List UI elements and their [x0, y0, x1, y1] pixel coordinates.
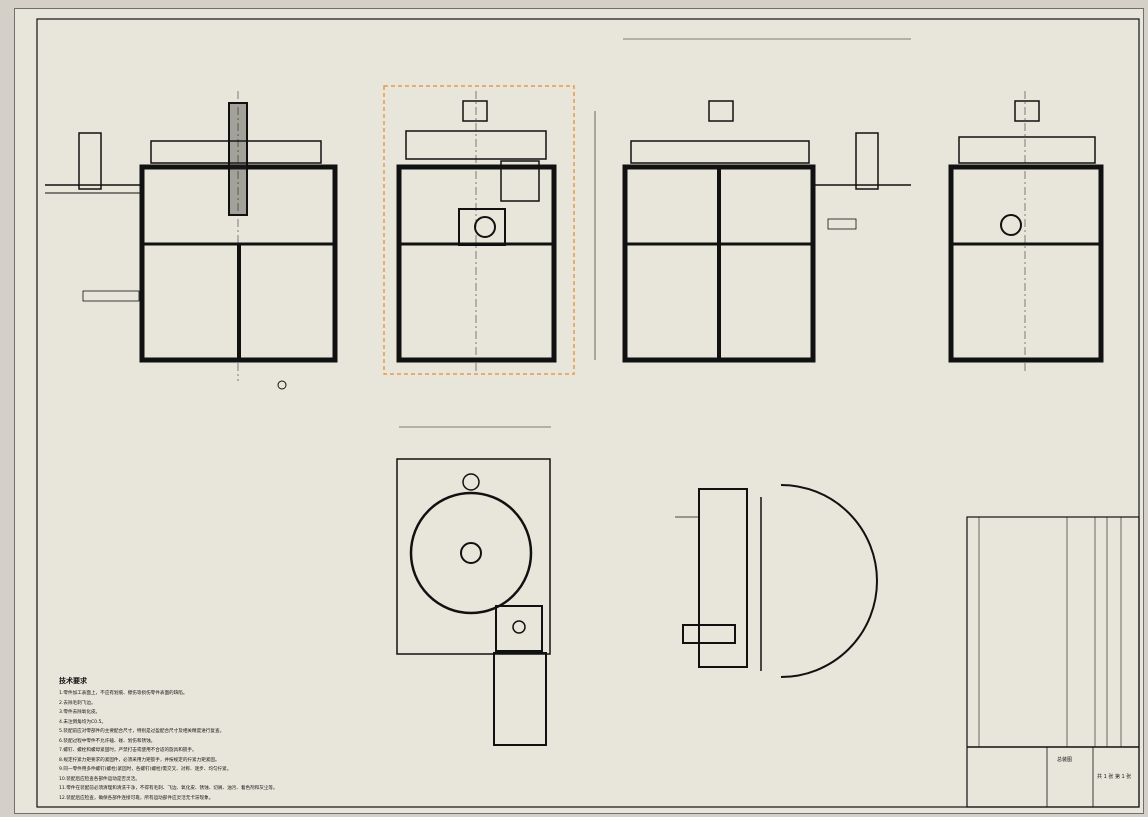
tech-note: 1.零件加工表面上，不应有划痕、擦伤等损伤零件表面的缺陷。 [59, 691, 188, 696]
tech-note: 10.装配后应检查各部件运动是否灵活。 [59, 776, 140, 782]
tech-note: 12.装配后应检查，确保各部件连接可靠，所有运动部件应灵活无卡滞现象。 [59, 795, 214, 801]
sheet-info: 共 1 张 第 1 张 [1097, 774, 1132, 780]
front-view-left [45, 91, 338, 390]
side-view-highlighted [383, 85, 575, 375]
tech-note: 2.去除毛刺飞边。 [59, 700, 96, 706]
drawing-sheet: 总装图 共 1 张 第 1 张 技术要求 1.零件加工表面上，不应有划痕、擦伤等… [14, 8, 1144, 814]
tech-note: 9.同一零件用多件螺钉(螺栓)紧固时，各螺钉(螺栓)需交叉、对称、逐步、均匀拧紧… [59, 767, 232, 772]
right-side-view [948, 91, 1104, 371]
drawing-border [36, 18, 1140, 808]
tech-note: 4.未注倒角均为C0.5。 [59, 719, 107, 725]
tech-note: 5.装配前应对零部件的主要配合尺寸，特别是过盈配合尺寸及相关精度进行复查。 [59, 729, 225, 734]
technical-requirements: 技术要求 1.零件加工表面上，不应有划痕、擦伤等损伤零件表面的缺陷。 2.去除毛刺… [59, 676, 519, 803]
bom-and-title-block [966, 516, 1140, 808]
tech-note: 11.零件在装配前必须清理和清洗干净，不得有毛刺、飞边、氧化皮、锈蚀、切屑、油污… [59, 786, 278, 791]
drawing-name: 总装图 [1057, 757, 1073, 763]
top-view [396, 426, 551, 746]
tech-note: 3.零件去除氧化皮。 [59, 710, 101, 715]
tech-notes-title: 技术要求 [59, 677, 87, 685]
tech-note: 8.规定拧紧力矩要求的紧固件，必须采用力矩扳手，并按规定的拧紧力矩紧固。 [59, 757, 220, 763]
detail-view [675, 484, 878, 678]
tech-note: 6.装配过程中零件不允许磕、碰、划伤和锈蚀。 [59, 738, 156, 744]
tech-note: 7.螺钉、螺栓和螺母紧固时，严禁打击或使用不合适的旋具和扳手。 [59, 748, 197, 753]
assembly-drawing [36, 18, 1140, 808]
tech-notes-list: 1.零件加工表面上，不应有划痕、擦伤等损伤零件表面的缺陷。 2.去除毛刺飞边。 3.… [59, 689, 519, 803]
rear-view [594, 38, 911, 363]
